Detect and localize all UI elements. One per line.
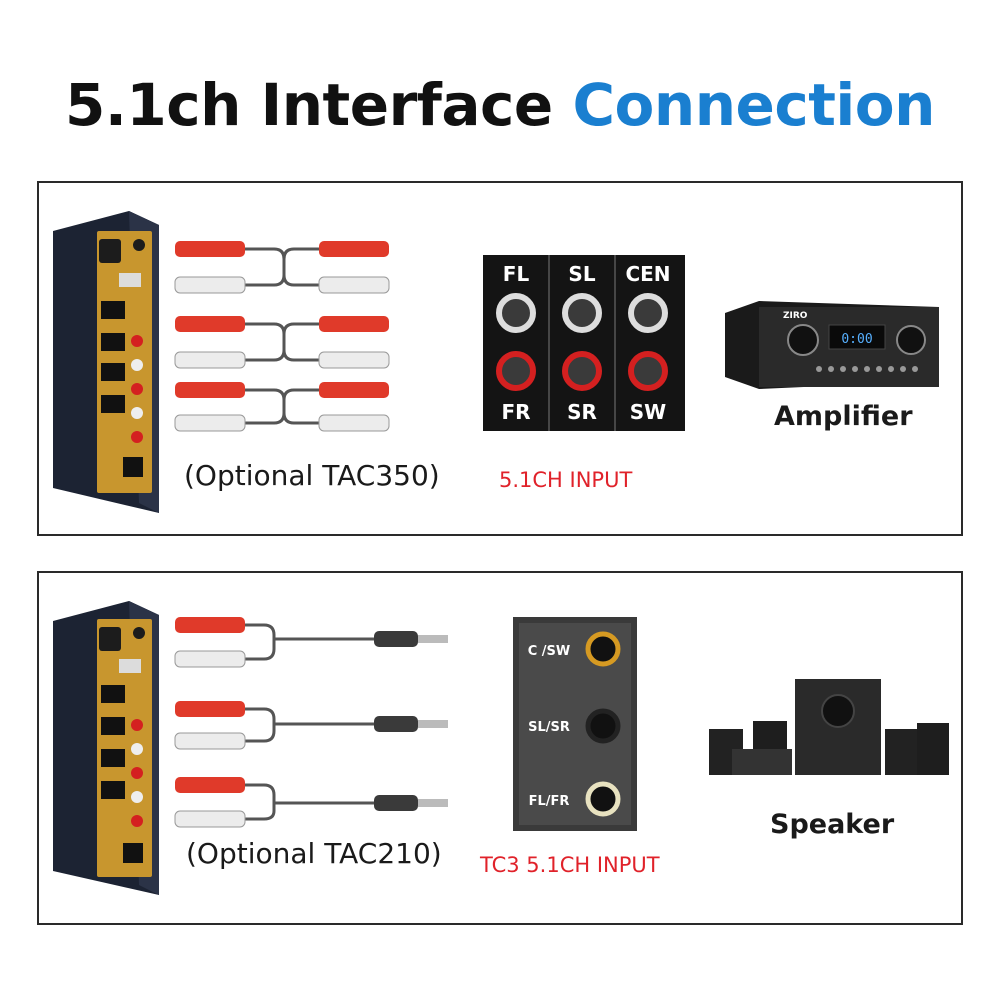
cable-caption-tac210: (Optional TAC210) [186,837,442,870]
amplifier-label: Amplifier [774,401,913,432]
rca-plugs-left [174,617,246,828]
jack-label-flfr: FL/FR [529,794,570,809]
decoder-device [53,601,159,895]
jack-label-sr: SR [567,400,597,424]
speaker-system-image [709,679,949,775]
title-text-main: 5.1ch Interface [65,71,553,139]
amp-display-text: 0:00 [841,332,872,347]
cable-caption-tac350: (Optional TAC350) [184,459,440,492]
jack-panel-tc3: C /SW SL/SR FL/FR [513,617,637,831]
35mm-plugs [374,631,448,811]
jack-label-sw: SW [630,400,666,424]
rca-cables-tac350 [244,247,319,425]
input-caption-tc3: TC3 5.1CH INPUT [480,853,660,877]
jack-label-csw: C /SW [528,644,571,659]
panel-1-illustration: FL SL CEN FR SR SW 0:00 ZIRO [53,211,939,513]
rca-to-35mm-cables-tac210 [244,623,374,821]
jack-panel-51ch: FL SL CEN FR SR SW [483,255,685,431]
jack-label-slsr: SL/SR [528,720,570,735]
speaker-label: Speaker [770,809,895,840]
input-caption-51ch: 5.1CH INPUT [499,468,633,492]
panel-2-illustration: C /SW SL/SR FL/FR [53,601,949,895]
jack-label-fl: FL [503,262,530,286]
panel-tac210-connection: C /SW SL/SR FL/FR (Optional TAC210) TC3 … [37,571,963,925]
decoder-device [53,211,159,513]
page-title: 5.1ch Interface Connection [0,60,1000,150]
panel-tac350-connection: FL SL CEN FR SR SW 0:00 ZIRO (Optional T… [37,181,963,536]
jack-label-fr: FR [501,400,530,424]
amplifier-image: 0:00 ZIRO [725,301,939,389]
amp-brand-text: ZIRO [783,311,808,321]
rca-plugs [174,241,390,432]
jack-label-sl: SL [568,262,595,286]
jack-label-cen: CEN [625,262,670,286]
title-text-highlight: Connection [572,71,935,139]
